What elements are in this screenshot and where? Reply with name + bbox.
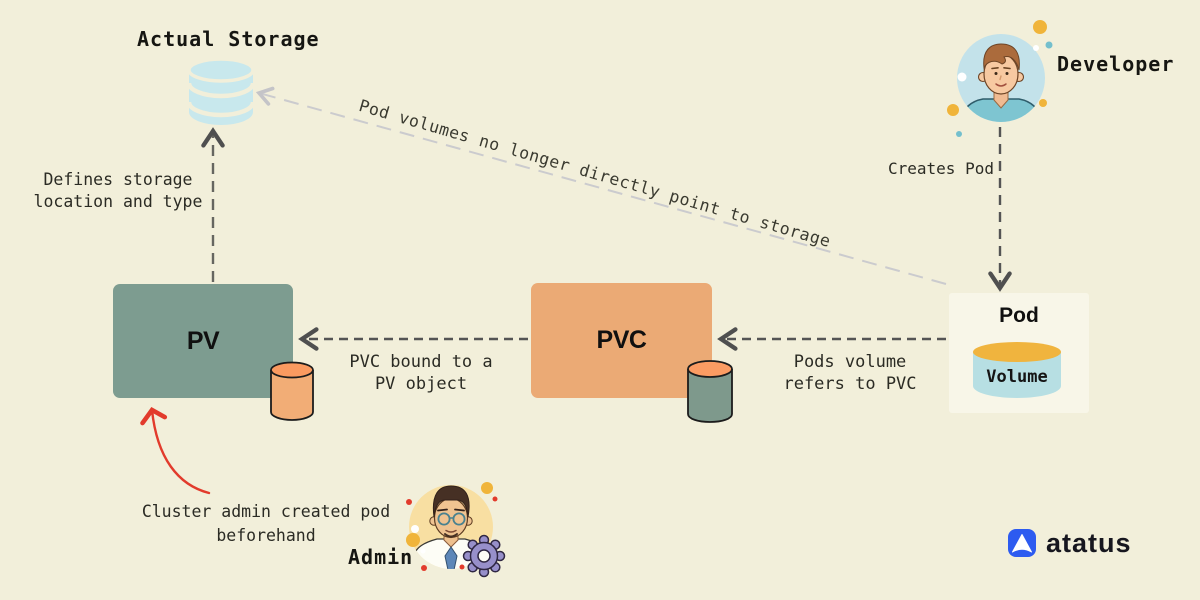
admin-gear-icon [462, 534, 506, 578]
pod-volume-line1: Pods volume [793, 352, 907, 372]
defines-storage-note: Defines storage location and type [18, 169, 218, 213]
storage-database-icon [186, 57, 256, 125]
pv-label: PV [186, 326, 220, 355]
creates-pod-note: Creates Pod [888, 159, 994, 178]
pv-node: PV [113, 284, 293, 398]
pvc-bound-line1: PVC bound to a [349, 352, 493, 372]
arrow-pod-to-storage [255, 86, 947, 285]
atatus-logo-text: atatus [1046, 528, 1132, 558]
volume-label: Volume [986, 367, 1048, 387]
developer-avatar [947, 20, 1053, 137]
admin-label: Admin [348, 545, 414, 569]
storage-title: Actual Storage [137, 27, 320, 51]
pod-label: Pod [999, 304, 1039, 327]
pod-volume-note: Pods volume refers to PVC [750, 351, 950, 395]
defines-storage-line2: location and type [33, 192, 203, 211]
diagonal-note: Pod volumes no longer directly point to … [356, 96, 833, 252]
admin-avatar [406, 482, 506, 578]
atatus-logo: atatus [1008, 529, 1132, 557]
admin-created-line1: Cluster admin created pod [141, 502, 391, 521]
pod-node: Pod [949, 293, 1089, 413]
admin-created-arrow-icon [140, 407, 211, 495]
admin-created-note: Cluster admin created pod beforehand [116, 500, 416, 548]
pvc-label: PVC [596, 326, 647, 354]
defines-storage-line1: Defines storage [43, 170, 193, 189]
atatus-logo-icon [1008, 529, 1036, 557]
admin-decorative-dots [406, 482, 498, 571]
pvc-node: PVC [531, 283, 712, 398]
developer-decorative-dots [947, 20, 1053, 137]
admin-created-line2: beforehand [216, 526, 316, 545]
developer-label: Developer [1057, 52, 1175, 76]
pod-volume-line2: refers to PVC [783, 374, 917, 394]
pvc-bound-note: PVC bound to a PV object [321, 351, 521, 395]
pvc-bound-line2: PV object [374, 374, 468, 394]
